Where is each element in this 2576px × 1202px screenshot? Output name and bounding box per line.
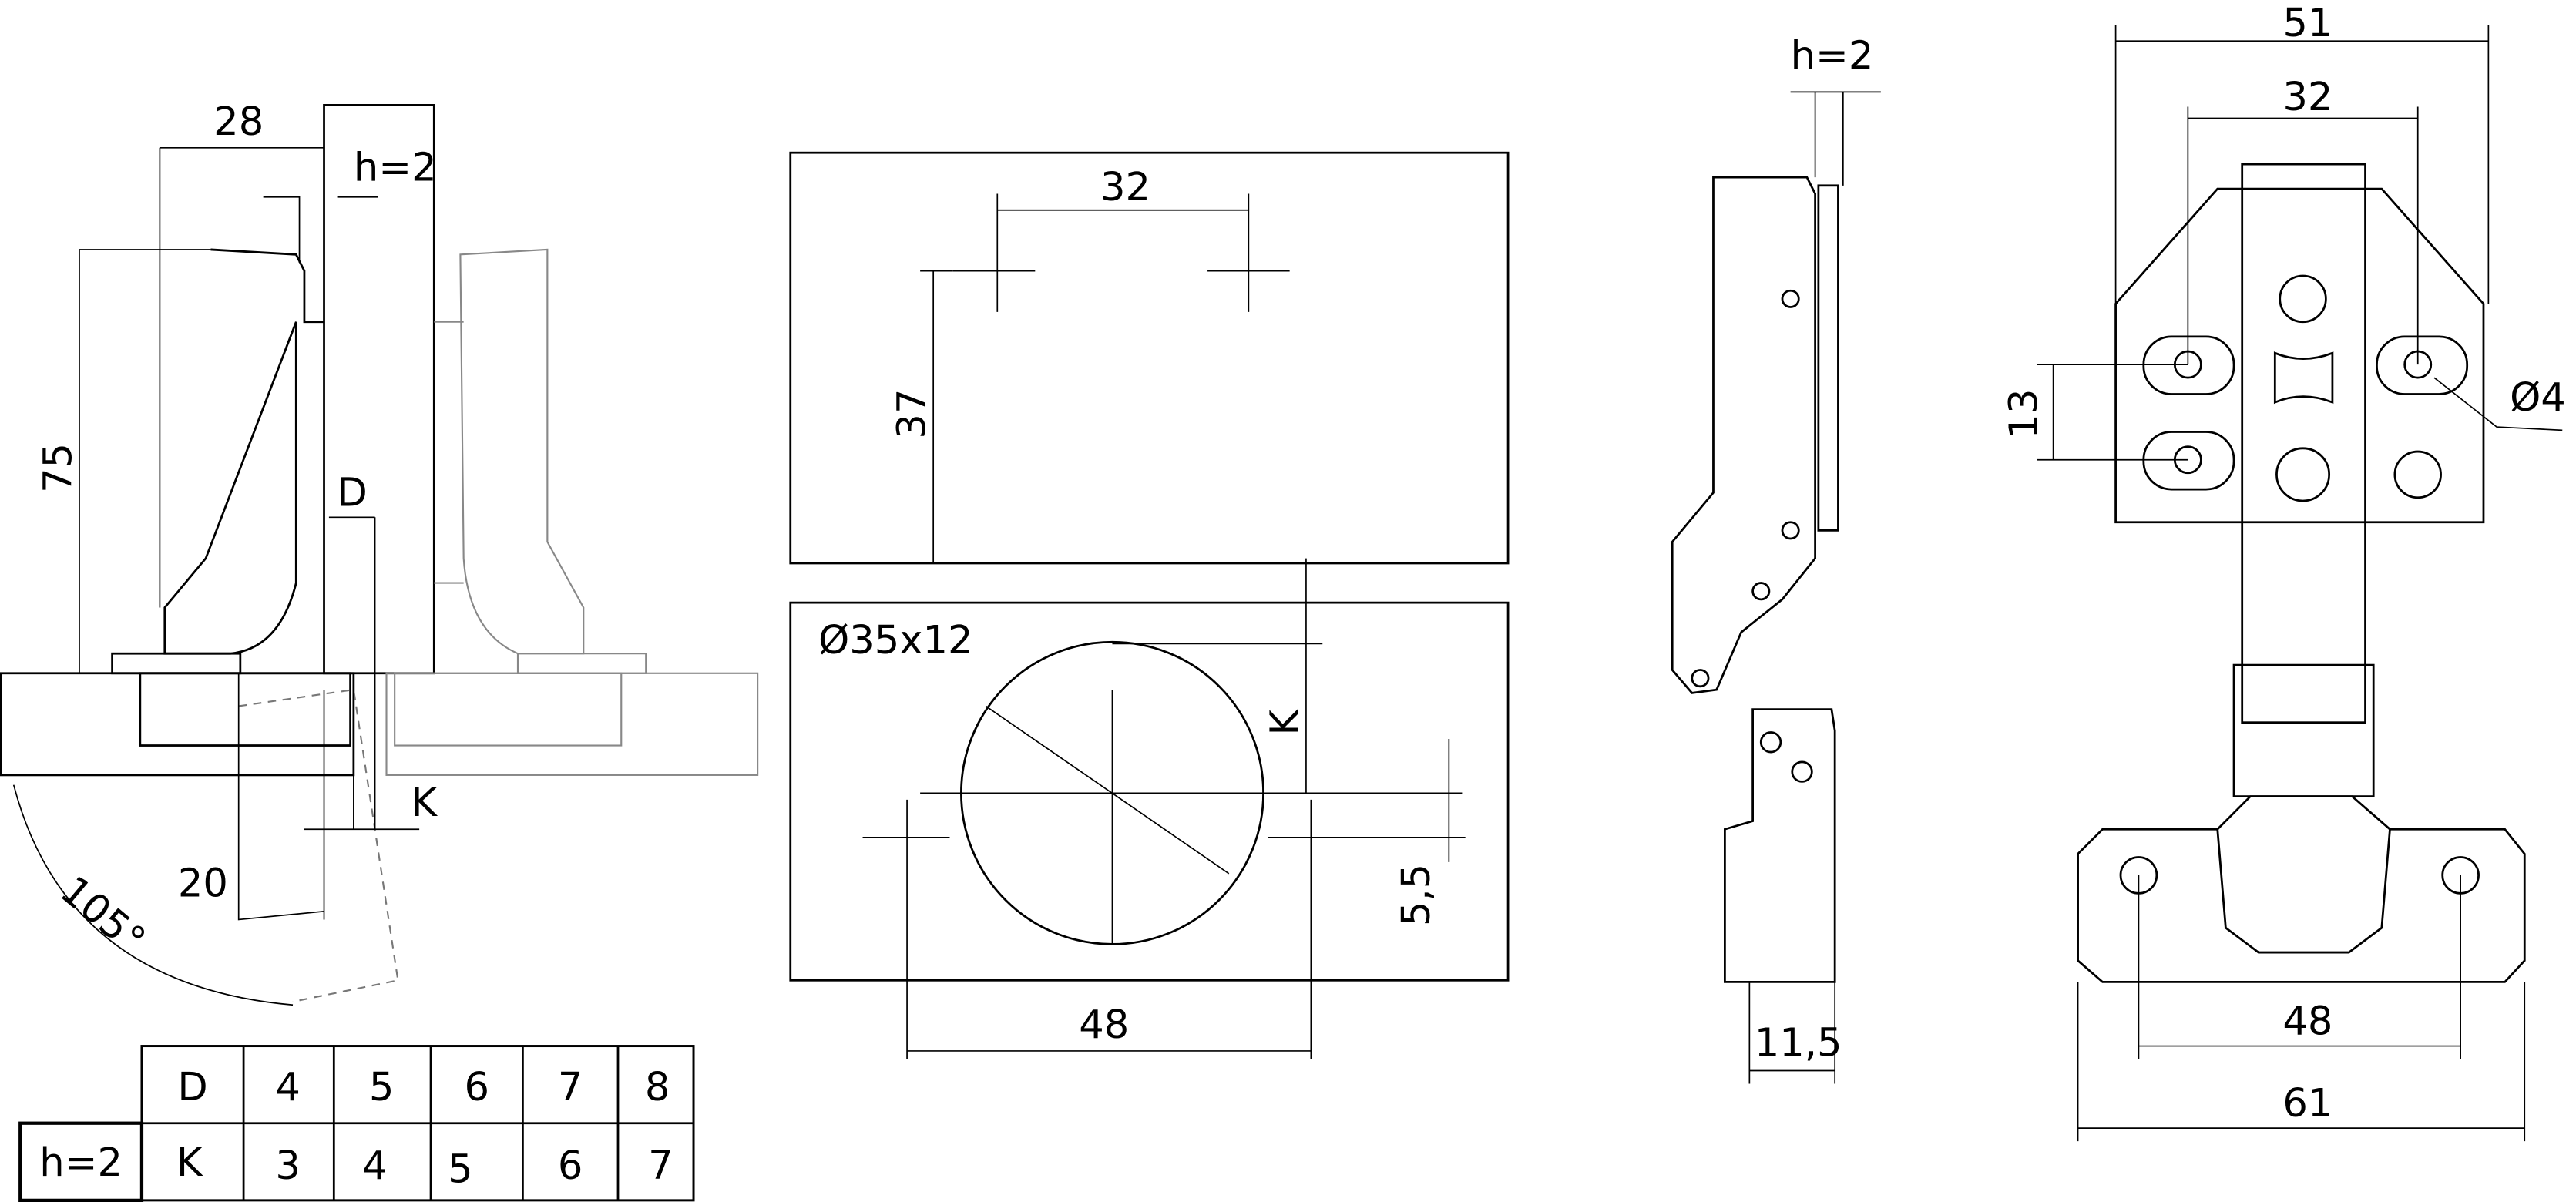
hole-diameter: Ø4: [2510, 375, 2566, 421]
dim-k: K: [1262, 708, 1308, 735]
table-row-label: h=2: [39, 1140, 123, 1186]
table-header-cell: 6: [464, 1065, 489, 1110]
dim-75: 75: [35, 443, 81, 493]
table-header-cell: 5: [369, 1065, 395, 1110]
angle-105: 105°: [52, 868, 153, 963]
table-cell: 7: [648, 1143, 673, 1189]
d-k-table: h=2 D 4 5 6 7 8 K 3 4 5 6 7: [18, 1045, 695, 1202]
dim-32: 32: [1100, 165, 1150, 210]
dim-d: D: [338, 470, 368, 515]
table-header-cell: D: [177, 1065, 207, 1110]
table-header-cell: 8: [645, 1065, 670, 1110]
dim-37: 37: [890, 389, 935, 439]
dim-51: 51: [2282, 1, 2333, 46]
front-view: 51 32 13 Ø4 48 61: [2001, 1, 2566, 1142]
dim-48: 48: [1079, 1002, 1129, 1048]
dim-h: h=2: [1791, 34, 1874, 79]
dim-20: 20: [178, 861, 228, 907]
dim-k: K: [411, 781, 438, 826]
table-cell: K: [176, 1140, 203, 1186]
dim-h: h=2: [354, 145, 437, 190]
drill-cup-view: Ø35x12 K 5,5 48: [789, 558, 1510, 1059]
table-cell: 6: [558, 1143, 583, 1189]
dim-32: 32: [2282, 75, 2333, 120]
table-cell: 4: [362, 1143, 388, 1189]
dim-28: 28: [213, 99, 264, 145]
table-header-cell: 7: [558, 1065, 583, 1110]
dim-61: 61: [2282, 1081, 2333, 1126]
dim-13: 13: [2001, 389, 2047, 439]
cup-diameter: Ø35x12: [818, 618, 973, 663]
side-view: 28 h=2 75 D K 20 105°: [0, 99, 759, 1006]
table-cell: 5: [448, 1147, 473, 1192]
dim-11-5: 11,5: [1755, 1020, 1842, 1066]
dim-48: 48: [2282, 999, 2333, 1045]
table-header-cell: 4: [275, 1065, 301, 1110]
table-cell: 3: [275, 1143, 301, 1189]
drill-plate-view: 32 37: [789, 151, 1510, 565]
profile-view: h=2 11,5: [1671, 34, 1881, 1084]
dim-5-5: 5,5: [1394, 864, 1439, 926]
